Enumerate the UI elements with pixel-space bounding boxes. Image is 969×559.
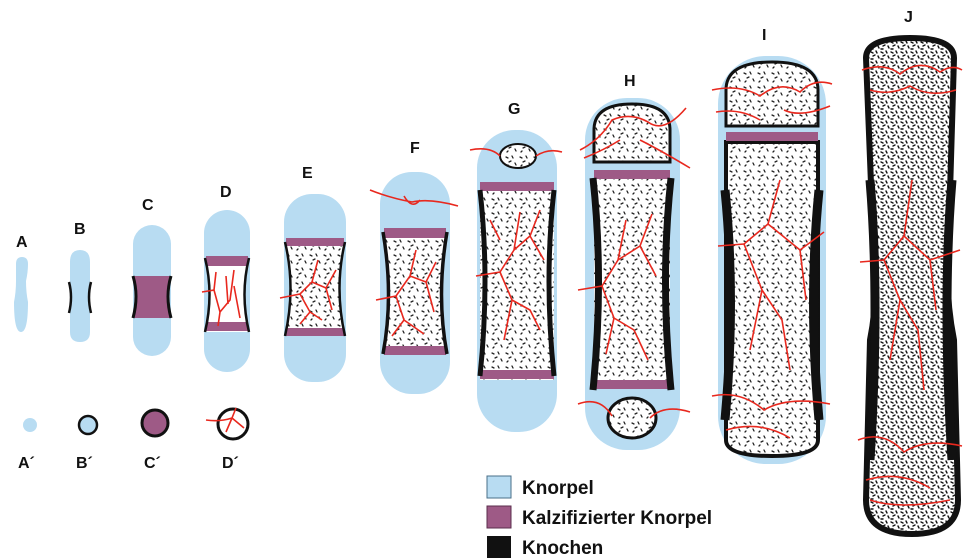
stage-a: A — [14, 234, 28, 332]
stage-label-f: F — [410, 140, 420, 157]
stage-c: C — [133, 197, 171, 356]
stage-j: J — [858, 9, 962, 534]
stage-label-j: J — [904, 9, 913, 26]
stage-label-g: G — [508, 101, 520, 118]
cross-section-b — [79, 416, 97, 434]
legend-label-calcified-cartilage: Kalzifizierter Knorpel — [522, 508, 712, 529]
stage-label-a: A — [16, 234, 28, 251]
legend-label-cartilage: Knorpel — [522, 478, 594, 499]
stage-g-calcified-bottom — [480, 370, 554, 379]
stage-b-cartilage — [70, 250, 90, 342]
stage-e-calcified-top — [286, 238, 344, 246]
stage-h-calcified-bottom — [594, 380, 670, 389]
legend-swatch-bone — [487, 536, 511, 558]
stage-i: I — [712, 27, 832, 464]
stage-i-calcified-top — [726, 132, 818, 141]
stage-label-i: I — [762, 27, 766, 44]
stage-f-calcified-bottom — [384, 346, 446, 355]
stage-d-calcified-top — [206, 256, 248, 266]
stage-g: G — [470, 101, 562, 432]
stage-b: B — [69, 221, 91, 342]
stage-h: H — [578, 73, 690, 450]
legend-swatch-cartilage — [487, 476, 511, 498]
legend-label-bone: Knochen — [522, 538, 603, 559]
stage-e: E — [280, 165, 346, 382]
stage-label-b: B — [74, 221, 86, 238]
cross-section-a — [23, 418, 37, 432]
legend: Knorpel Kalzifizierter Knorpel Knochen — [487, 476, 712, 559]
stage-c-calcified-cartilage — [134, 276, 170, 318]
cross-section-label-a: A´ — [18, 455, 35, 472]
cross-sections: A´ B´ C´ D´ — [18, 408, 248, 472]
stage-d: D — [202, 184, 250, 372]
cross-section-c — [142, 410, 168, 436]
stage-h-epiphysis-top — [594, 104, 670, 162]
stage-i-epiphysis-top — [726, 62, 818, 126]
cross-section-label-b: B´ — [76, 455, 93, 472]
stage-b-bone-collar — [69, 282, 71, 313]
stage-d-calcified-bottom — [206, 322, 248, 331]
stage-g-calcified-top — [480, 182, 554, 191]
stage-label-c: C — [142, 197, 154, 214]
cross-section-label-d: D´ — [222, 455, 239, 472]
stage-label-e: E — [302, 165, 313, 182]
stage-h-calcified-top — [594, 170, 670, 179]
stage-g-secondary-ossification — [500, 144, 536, 168]
stage-h-epiphysis-bottom — [608, 398, 656, 438]
stage-f: F — [370, 140, 458, 394]
legend-swatch-calcified-cartilage — [487, 506, 511, 528]
stage-a-cartilage — [14, 257, 28, 332]
stage-f-calcified-top — [384, 228, 446, 238]
stage-e-calcified-bottom — [286, 328, 344, 336]
stage-label-h: H — [624, 73, 636, 90]
cross-section-label-c: C´ — [144, 455, 161, 472]
stage-label-d: D — [220, 184, 232, 201]
